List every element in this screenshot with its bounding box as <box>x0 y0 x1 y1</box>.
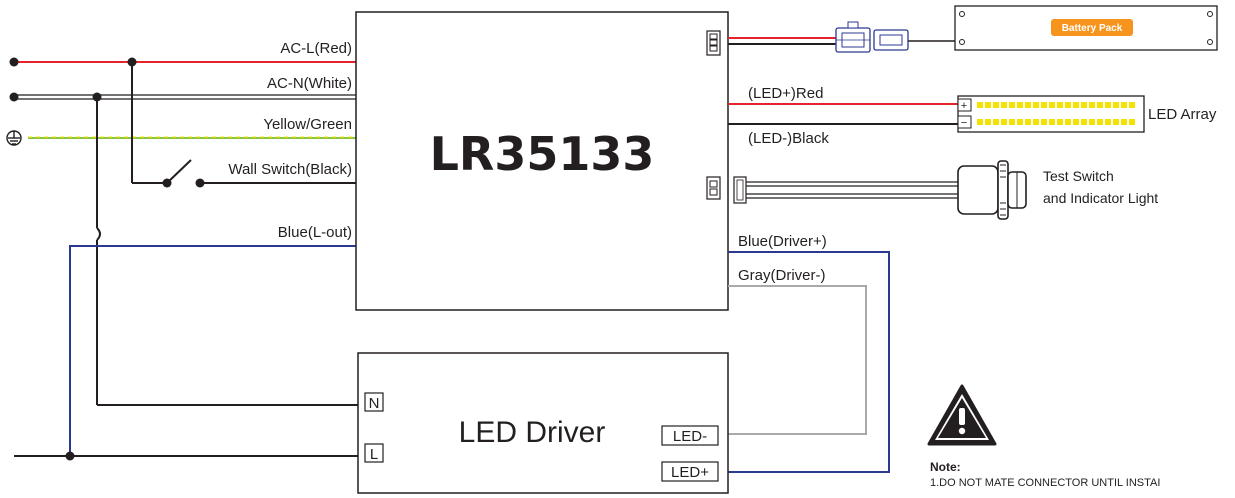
led-array-minus-label: − <box>961 117 967 129</box>
led-array-plus-label: + <box>961 100 967 112</box>
l-out-wire <box>69 245 356 456</box>
junction-dot <box>162 178 172 188</box>
led-cell <box>1049 102 1055 108</box>
led-cell <box>1065 102 1071 108</box>
led-cell <box>985 102 991 108</box>
battery-connector-port <box>706 30 721 56</box>
note-heading: Note: <box>930 460 961 474</box>
led-cell <box>1089 102 1095 108</box>
input-wires <box>6 57 365 461</box>
led-cell <box>985 119 991 125</box>
led-cell <box>1121 119 1127 125</box>
led-cell <box>1073 119 1079 125</box>
module-title: LR35133 <box>430 127 655 181</box>
led-negative-label: (LED-)Black <box>748 130 829 147</box>
led-cell <box>1129 102 1135 108</box>
led-cell <box>1105 119 1111 125</box>
test-switch-connector-port <box>706 176 721 200</box>
driver-positive-label: Blue(Driver+) <box>738 233 827 250</box>
l-out-label: Blue(L-out) <box>278 224 352 241</box>
led-cell <box>1073 102 1079 108</box>
battery-pack-badge <box>1051 19 1133 36</box>
battery-plug-icon <box>835 21 909 53</box>
junction-dot <box>65 451 75 461</box>
driver-positive-wire <box>728 251 890 473</box>
led-driver-title: LED Driver <box>459 416 606 449</box>
note-line-1: 1.DO NOT MATE CONNECTOR UNTIL INSTAI <box>930 477 1160 489</box>
led-positive-label: (LED+)Red <box>748 85 823 102</box>
led-cell <box>1017 119 1023 125</box>
led-cell <box>1097 119 1103 125</box>
led-cell <box>993 102 999 108</box>
led-cell <box>1065 119 1071 125</box>
led-cell <box>977 119 983 125</box>
ac-n-label: AC-N(White) <box>267 75 352 92</box>
battery-pack-label: Battery Pack <box>1062 23 1123 34</box>
led-cells <box>977 102 1135 125</box>
led-cell <box>1057 102 1063 108</box>
led-cell <box>1049 119 1055 125</box>
led-cell <box>1105 102 1111 108</box>
led-cell <box>1081 102 1087 108</box>
led-cell <box>1129 119 1135 125</box>
led-array-label: LED Array <box>1148 106 1217 123</box>
driver-led-minus-terminal <box>661 425 719 446</box>
warning-icon <box>927 384 997 446</box>
junction-dot <box>195 178 205 188</box>
led-cell <box>1025 102 1031 108</box>
driver-led-plus-terminal <box>661 461 719 482</box>
led-cell <box>1025 119 1031 125</box>
driver-n-terminal <box>364 392 384 412</box>
ground-icon <box>6 130 22 146</box>
lr35133-module <box>355 11 729 311</box>
led-cell <box>1017 102 1023 108</box>
led-cell <box>1057 119 1063 125</box>
led-cell <box>1033 102 1039 108</box>
led-array: + − <box>957 95 1145 133</box>
led-cell <box>1121 102 1127 108</box>
junction-dot <box>127 57 137 67</box>
wall-switch-lever <box>166 159 192 184</box>
led-cell <box>1001 102 1007 108</box>
driver-l-terminal <box>364 443 384 463</box>
led-cell <box>977 102 983 108</box>
led-cell <box>1041 102 1047 108</box>
junction-dot <box>9 92 19 102</box>
led-cell <box>1009 102 1015 108</box>
led-cell <box>1009 119 1015 125</box>
led-cell <box>1113 102 1119 108</box>
led-cell <box>1097 102 1103 108</box>
led-cell <box>1081 119 1087 125</box>
driver-negative-label: Gray(Driver-) <box>738 267 826 284</box>
test-switch-label-line2: and Indicator Light <box>1043 190 1158 206</box>
wall-switch-label: Wall Switch(Black) <box>228 161 352 178</box>
led-cell <box>1001 119 1007 125</box>
battery-pack: Battery Pack <box>954 5 1218 51</box>
driver-l-label: L <box>370 446 378 463</box>
led-cell <box>1113 119 1119 125</box>
driver-led-minus-label: LED- <box>673 428 707 445</box>
ground-label: Yellow/Green <box>263 116 352 133</box>
ac-l-label: AC-L(Red) <box>280 40 352 57</box>
led-cell <box>1089 119 1095 125</box>
led-cell <box>1041 119 1047 125</box>
wire-crossover <box>96 227 101 241</box>
led-cell <box>993 119 999 125</box>
driver-n-label: N <box>369 395 380 412</box>
driver-led-plus-label: LED+ <box>671 464 709 481</box>
junction-dot <box>92 92 102 102</box>
driver-negative-wire <box>728 285 867 435</box>
test-switch-label-line1: Test Switch <box>1043 168 1114 184</box>
led-cell <box>1033 119 1039 125</box>
junction-dot <box>9 57 19 67</box>
test-switch-icon <box>957 160 1027 220</box>
test-switch-plug <box>733 176 747 204</box>
